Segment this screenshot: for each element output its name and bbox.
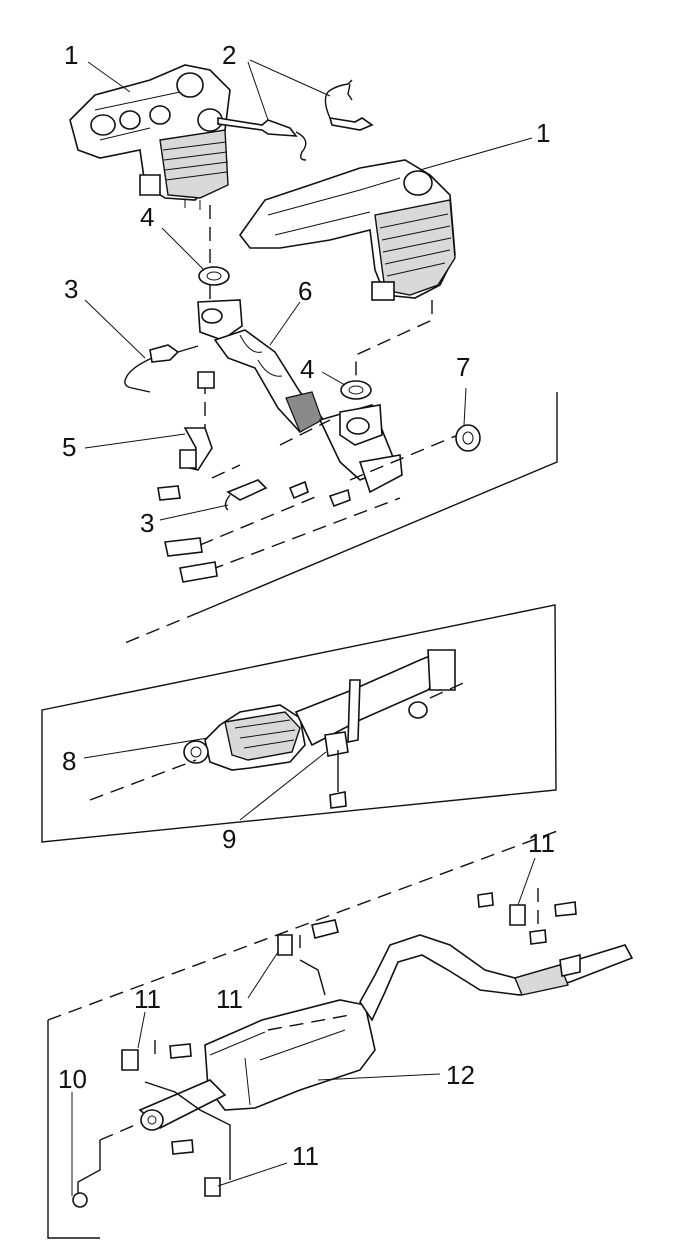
callout-4-gasket-upper: 4 (140, 202, 154, 232)
callout-2-oxygen-sensors: 2 (222, 40, 236, 70)
callout-11-hanger-bottom: 11 (292, 1141, 319, 1171)
callout-9-clamp: 9 (222, 824, 236, 854)
front-exhaust-manifold (69, 64, 231, 210)
callout-7-seal: 7 (456, 352, 470, 382)
callout-3-lower-sensor: 3 (140, 508, 154, 538)
leader-lines (71, 59, 536, 1196)
callout-labels: 1 1 2 3 3 4 4 5 6 7 8 9 10 11 11 11 11 1… (58, 40, 555, 1171)
intermediate-pipe-converter (89, 649, 471, 809)
hardware-upper (124, 344, 481, 583)
callout-1-rear-manifold: 1 (536, 118, 550, 148)
callout-12-muffler: 12 (446, 1060, 475, 1090)
alignment-lines-upper (199, 205, 471, 571)
callout-11-hanger-mid: 11 (216, 984, 243, 1014)
callout-3-upper-sensor: 3 (64, 274, 78, 304)
callout-11-hanger-left: 11 (134, 984, 161, 1014)
rear-exhaust-manifold (239, 159, 456, 301)
muffler-assembly (72, 888, 634, 1208)
callout-1-front-manifold: 1 (64, 40, 78, 70)
panel-frames (41, 392, 561, 1239)
callout-6-crossover-pipe: 6 (298, 276, 312, 306)
callout-8-converter: 8 (62, 746, 76, 776)
callout-10-clamp: 10 (58, 1064, 87, 1094)
crossover-pipe (197, 299, 403, 494)
oxygen-sensors (217, 79, 374, 161)
gaskets (198, 266, 372, 400)
callout-11-hanger-right: 11 (528, 828, 555, 858)
callout-5-bracket: 5 (62, 432, 76, 462)
callout-4-gasket-lower: 4 (300, 354, 314, 384)
